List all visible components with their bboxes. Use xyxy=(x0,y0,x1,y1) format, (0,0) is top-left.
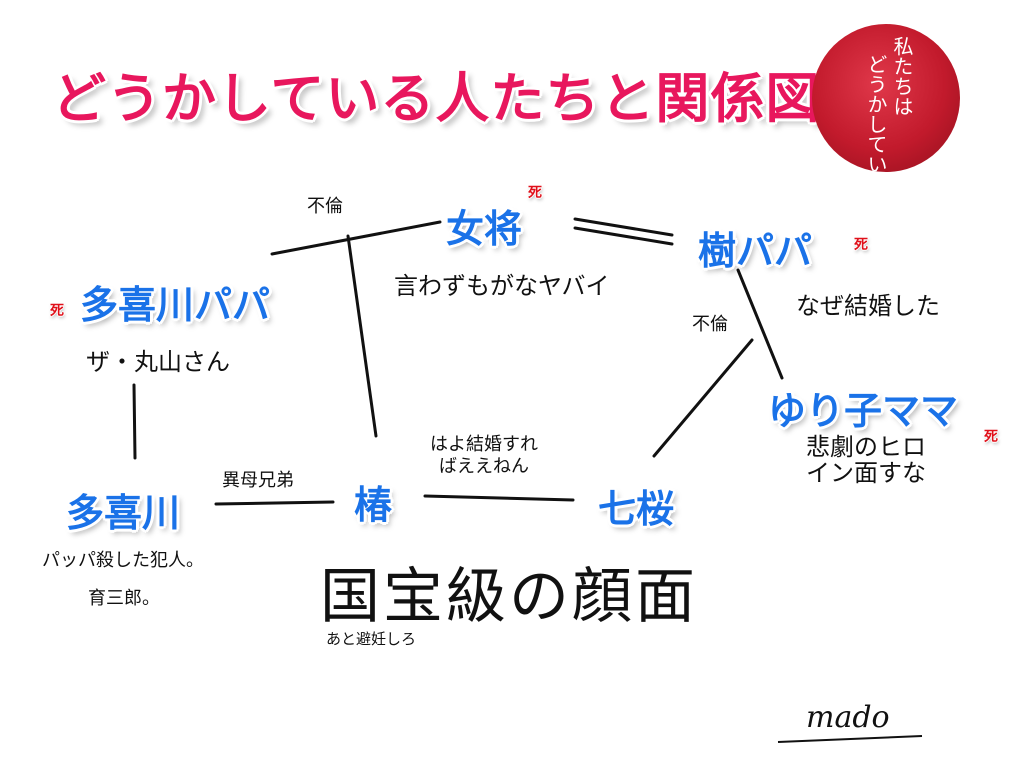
line-affair-to-nao xyxy=(652,338,754,458)
line-affair-okami-takigawa-papa xyxy=(270,220,442,256)
note-takigawa-papa: ザ・丸山さん xyxy=(86,348,230,376)
line-itsuki-papa-yuriko-mama xyxy=(736,268,784,380)
note-yuriko-mama-line-2: イン面すな xyxy=(806,459,926,487)
node-tsubaki: 椿 xyxy=(354,483,393,527)
node-yuriko-mama: ゆり子ママ xyxy=(768,389,959,433)
node-okami: 女将 xyxy=(446,207,523,251)
label-half-brothers: 異母兄弟 xyxy=(222,470,294,491)
drama-logo: 私たちは どうかしている xyxy=(812,24,960,172)
label-affair-left: 不倫 xyxy=(307,196,343,217)
logo-line-1: 私たちは xyxy=(890,36,914,116)
note-yuriko-mama-line-1: 悲劇のヒロ xyxy=(806,433,926,461)
caption-small: あと避妊しろ xyxy=(326,630,417,648)
caption-big: 国宝級の顔面 xyxy=(320,562,698,632)
label-marry-line-1: はよ結婚すれ xyxy=(430,434,538,455)
death-mark-itsuki-papa: 死 xyxy=(854,237,868,253)
node-takigawa: 多喜川 xyxy=(66,491,181,535)
node-nao: 七桜 xyxy=(598,487,675,531)
signature-stroke xyxy=(777,735,923,743)
death-mark-okami: 死 xyxy=(528,185,542,201)
line-marriage-1 xyxy=(573,217,674,237)
death-mark-yuriko-mama: 死 xyxy=(984,429,998,445)
line-tsubaki-nao xyxy=(423,494,575,502)
node-takigawa-papa: 多喜川パパ xyxy=(80,283,271,327)
note-okami: 言わずもがなヤバイ xyxy=(394,272,610,300)
signature: mado xyxy=(806,700,890,735)
note-itsuki-papa: なぜ結婚した xyxy=(796,292,940,320)
line-takigawa-papa-takigawa xyxy=(132,383,137,460)
node-itsuki-papa: 樹パパ xyxy=(698,229,813,273)
death-mark-takigawa-papa: 死 xyxy=(50,303,64,319)
label-marry-line-2: ばええねん xyxy=(439,456,529,477)
line-marriage-2 xyxy=(573,226,674,246)
note-takigawa-line-1: パッパ殺した犯人。 xyxy=(42,550,204,571)
label-marry: はよ結婚すれ ばええねん xyxy=(430,434,538,478)
line-half-brothers xyxy=(214,500,335,506)
diagram-title: どうかしている人たちと関係図 xyxy=(52,67,821,130)
line-affair-to-tsubaki xyxy=(346,234,378,438)
note-takigawa-line-2: 育三郎。 xyxy=(88,588,160,609)
logo-line-2: どうかしている xyxy=(864,54,888,172)
note-yuriko-mama: 悲劇のヒロ イン面すな xyxy=(806,434,926,486)
label-affair-right: 不倫 xyxy=(692,314,728,335)
